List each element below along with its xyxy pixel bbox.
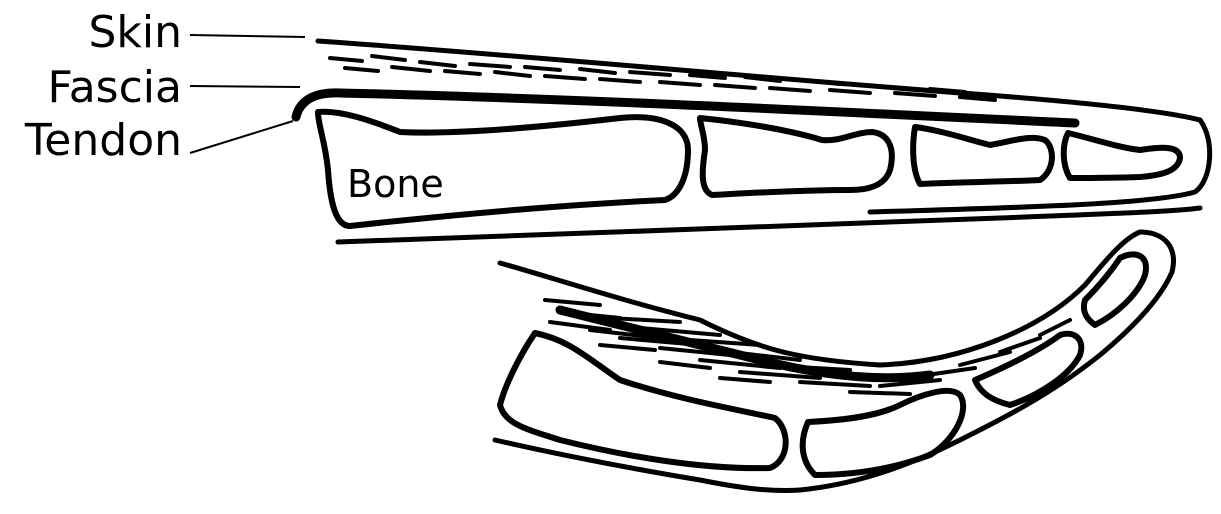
bone-middle (700, 118, 892, 195)
bone-label: Bone (347, 162, 444, 206)
straight-finger: Bone (296, 41, 1210, 242)
skin-leader-line (190, 35, 305, 37)
bone-distal-b (1064, 133, 1180, 178)
skin-label: Skin (88, 7, 182, 58)
bone-distal-a (913, 127, 1052, 184)
tendon-label: Tendon (24, 115, 182, 166)
bent-finger (495, 232, 1173, 491)
bent-bone-middle (803, 391, 963, 475)
tendon-leader-line (190, 121, 293, 153)
fascia-label: Fascia (47, 62, 182, 113)
fascia-leader-line (190, 86, 300, 87)
bent-bone-distal-b (1084, 254, 1146, 325)
skin-outline-tip (870, 120, 1210, 212)
